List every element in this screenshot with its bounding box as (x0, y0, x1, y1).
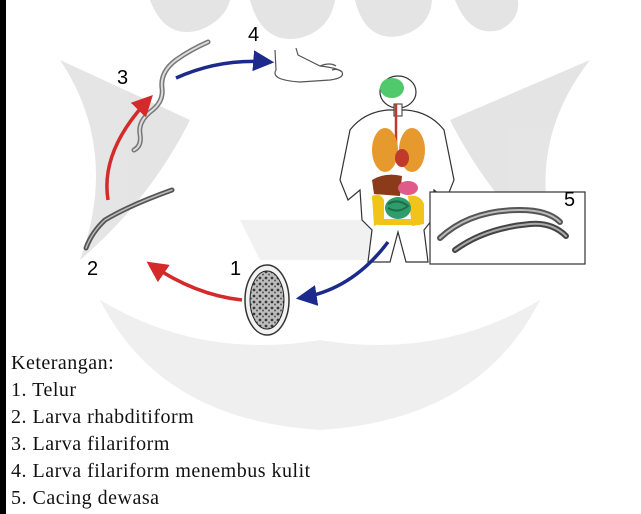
legend-item-egg: 1. Telur (11, 377, 431, 404)
stage-label-2: 2 (87, 259, 98, 279)
legend-item-rhabditiform: 2. Larva rhabditiform (11, 404, 431, 431)
legend-title: Keterangan: (11, 350, 431, 377)
legend-item-filariform: 3. Larva filariform (11, 431, 431, 458)
stage-label-4: 4 (248, 25, 259, 45)
egg-illustration (245, 265, 289, 335)
legend-item-adult: 5. Cacing dewasa (11, 485, 431, 512)
legend-item-skin-penetration: 4. Larva filariform menembus kulit (11, 458, 431, 485)
stage-label-5: 5 (564, 190, 575, 210)
foot-illustration (275, 48, 343, 82)
stage-label-1: 1 (230, 259, 241, 279)
stage-label-3: 3 (117, 68, 128, 88)
legend: Keterangan: 1. Telur 2. Larva rhabditifo… (11, 350, 431, 512)
adult-worms-box (430, 192, 585, 264)
